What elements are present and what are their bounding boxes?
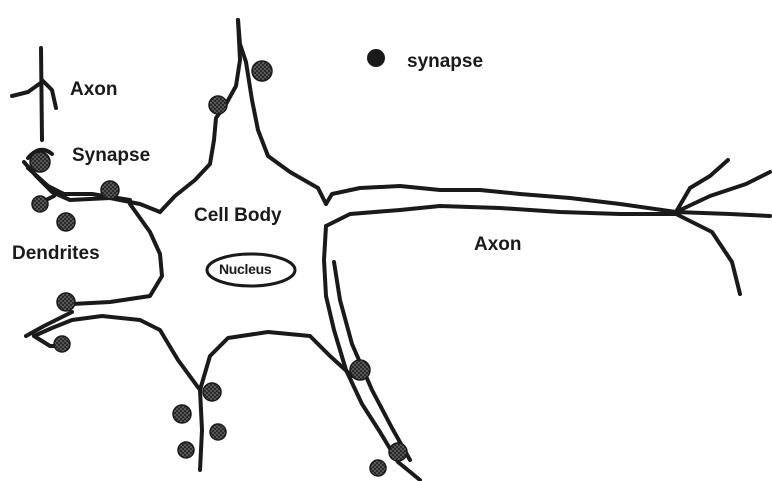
legend-axon-branch-left: [12, 82, 42, 96]
synapse-dot: [54, 336, 70, 352]
synapse-dot: [209, 96, 227, 114]
synapse-dot: [370, 460, 386, 476]
synapse-dot: [173, 405, 191, 423]
label-dendrites: Dendrites: [12, 244, 100, 263]
label-axon: Axon: [474, 235, 522, 254]
dendrite-lower-right-edge: [334, 262, 410, 460]
dendrite-top-right: [238, 20, 326, 204]
axon-terminal-3: [676, 212, 770, 216]
dendrite-top-left: [160, 20, 240, 212]
label-synapse-legend: Synapse: [72, 146, 150, 165]
legend-synapse-label: synapse: [407, 52, 483, 71]
legend-synapse-dot: [367, 49, 385, 67]
synapse-dot: [57, 293, 75, 311]
axon-terminal-4: [676, 214, 740, 294]
dendrite-lower-mid-left: [200, 332, 352, 390]
legend-axon-stem: [41, 48, 42, 140]
label-cell-body: Cell Body: [194, 206, 282, 225]
dendrite-lower-right: [324, 226, 420, 480]
axon-terminal-2: [676, 172, 770, 212]
synapse-dot: [389, 443, 407, 461]
dendrite-lower-left: [34, 316, 200, 390]
synapse-dot: [30, 152, 50, 172]
synapse-dot: [101, 181, 119, 199]
synapse-dot: [32, 196, 48, 212]
synapse-dot: [178, 442, 194, 458]
legend-axon-branch-right: [42, 80, 56, 108]
synapse-dot: [203, 383, 221, 401]
label-nucleus: Nucleus: [219, 262, 271, 276]
dendrite-lower-mid-trunk: [200, 390, 202, 470]
axon-lower: [326, 206, 676, 226]
synapse-dot: [210, 424, 226, 440]
label-axon-legend: Axon: [70, 80, 118, 99]
synapse-dot: [57, 213, 75, 231]
synapse-dot: [350, 360, 370, 380]
axon-terminal-1: [676, 160, 728, 212]
synapse-dot: [252, 61, 272, 81]
